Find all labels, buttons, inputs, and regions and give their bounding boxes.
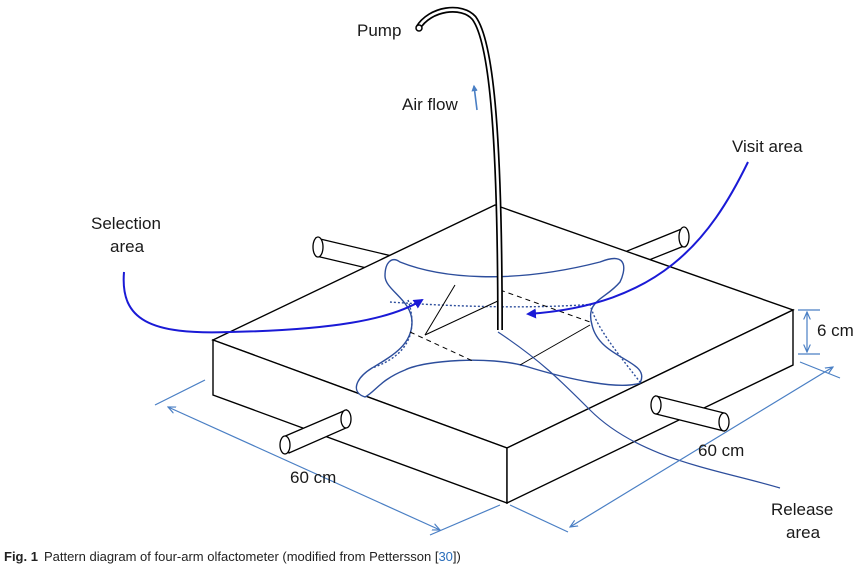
release-area-label-1: Release [771,500,833,519]
arm-divider-lines [409,284,591,366]
selection-area-label-2: area [110,237,145,256]
visit-area-arrow [526,161,749,319]
width-right-label: 60 cm [698,441,744,460]
visit-area-label: Visit area [732,137,803,156]
citation-link[interactable]: 30 [438,549,453,564]
pump-label: Pump [357,21,401,40]
air-flow-arrow [471,84,478,111]
release-area-label-2: area [786,523,821,542]
figure-caption: Fig. 1 Pattern diagram of four-arm olfact… [4,549,461,564]
dimension-lines [154,309,841,536]
width-left-label: 60 cm [290,468,336,487]
caption-text: Pattern diagram of four-arm olfactometer… [43,549,439,564]
selection-area-arrow [122,271,424,334]
height-label: 6 cm [817,321,854,340]
selection-area-label-1: Selection [91,214,161,233]
figure-number: Fig. 1 [4,549,38,564]
air-flow-label: Air flow [402,95,458,114]
caption-tail: ]) [452,549,461,564]
pump-tube [415,6,503,331]
olfactometer-diagram: Pump Air flow Visit area Selection area … [91,6,854,542]
